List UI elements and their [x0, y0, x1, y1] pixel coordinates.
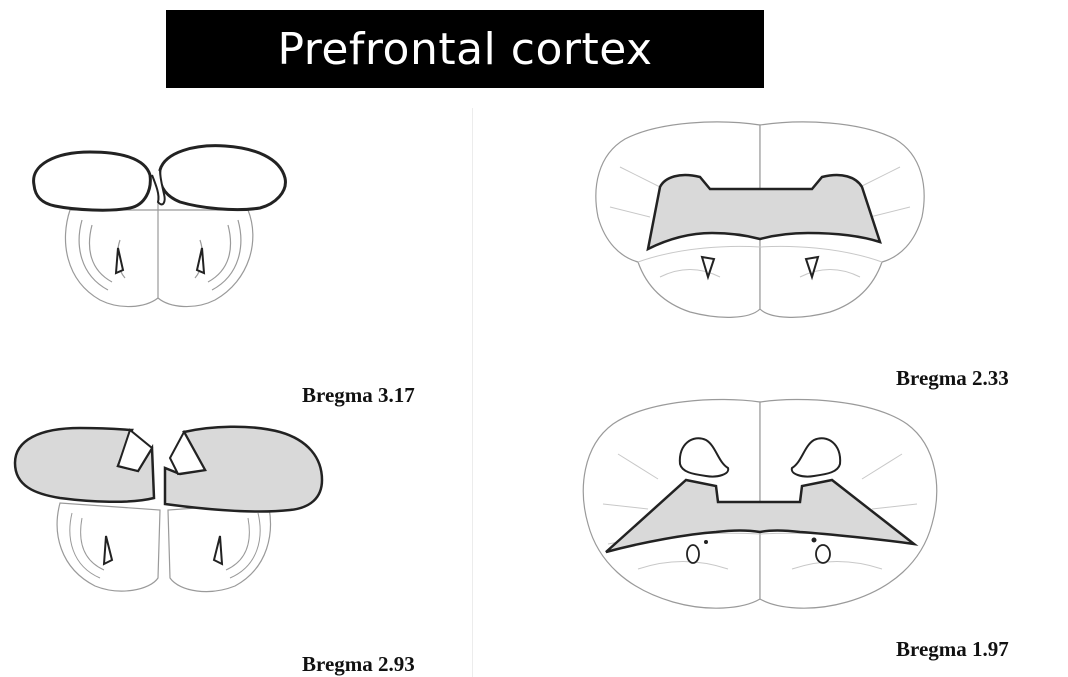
page-title-text: Prefrontal cortex: [277, 24, 652, 75]
brain-section-bregma-2-93: [10, 418, 330, 598]
brain-section-bregma-3-17: [20, 130, 300, 315]
page-title: Prefrontal cortex: [166, 10, 764, 88]
brain-section-bregma-2-33: [590, 117, 940, 327]
section-label-bregma-1-97: Bregma 1.97: [896, 637, 1009, 662]
section-label-bregma-3-17: Bregma 3.17: [302, 383, 415, 408]
brain-section-bregma-1-97: [578, 394, 938, 619]
section-label-bregma-2-93: Bregma 2.93: [302, 652, 415, 677]
section-label-bregma-2-33: Bregma 2.33: [896, 366, 1009, 391]
